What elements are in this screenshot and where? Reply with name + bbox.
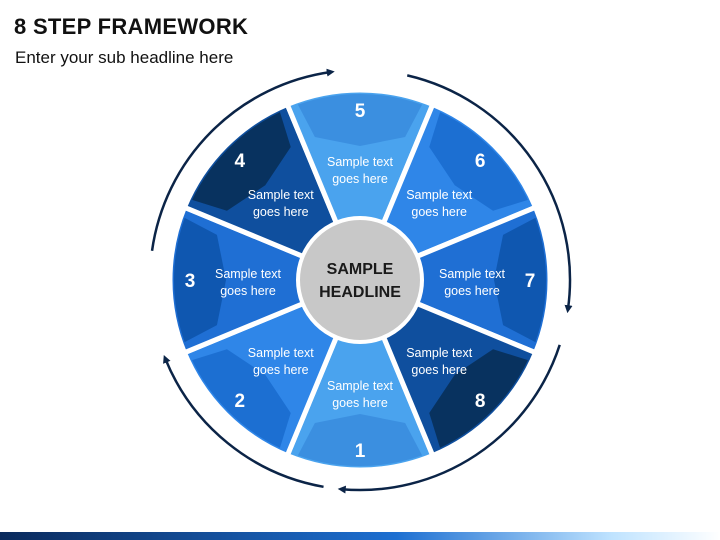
step-6-tab [429,112,528,211]
arrow-left-to-top [150,68,335,251]
center-hub-circle [296,216,424,344]
step-7-text-line1: Sample text [439,267,506,281]
step-1-number: 1 [355,441,366,462]
step-1-text-line2: goes here [332,396,388,410]
center-headline-line1: SAMPLE [327,261,394,278]
step-6-text-line1: Sample text [406,188,473,202]
arrow-top-to-right [406,74,573,314]
center-headline-line2: HEADLINE [319,284,401,301]
step-2-text-line1: Sample text [248,346,315,360]
step-3-text-line1: Sample text [215,267,282,281]
step-4-text-line2: goes here [253,205,309,219]
step-3-tab [174,217,226,343]
step-5-tab [297,94,423,146]
step-2-number: 2 [235,391,246,412]
step-8-text-line1: Sample text [406,346,473,360]
cycle-arrows [150,68,573,494]
step-6-number: 6 [475,151,486,172]
step-2-tab [192,349,291,448]
page-subtitle: Enter your sub headline here [15,48,234,67]
step-8-text-line2: goes here [411,363,467,377]
step-4-tab [192,112,291,211]
step-7-text-line2: goes here [444,284,500,298]
step-2-text-line2: goes here [253,363,309,377]
step-1-text-line1: Sample text [327,379,394,393]
page-title: 8 STEP FRAMEWORK [14,14,249,39]
arrow-right-to-bottom [337,344,561,494]
step-5-text-line2: goes here [332,172,388,186]
step-4-text-line1: Sample text [248,188,315,202]
step-3-text-line2: goes here [220,284,276,298]
step-5-number: 5 [355,101,366,122]
wheel-labels: 1 Sample text goes here 2 Sample text goes he… [185,101,536,462]
center-hub: SAMPLE HEADLINE [296,216,424,344]
step-8-tab [429,349,528,448]
step-1-tab [297,414,423,467]
step-5-text-line1: Sample text [327,155,394,169]
step-8-number: 8 [475,391,486,412]
step-4-number: 4 [235,151,246,172]
step-3-number: 3 [185,271,196,292]
arrow-bottom-to-left [163,354,324,489]
step-7-number: 7 [525,271,536,292]
step-6-text-line2: goes here [411,205,467,219]
step-7-tab [494,217,546,343]
bottom-accent-bar [0,532,720,540]
